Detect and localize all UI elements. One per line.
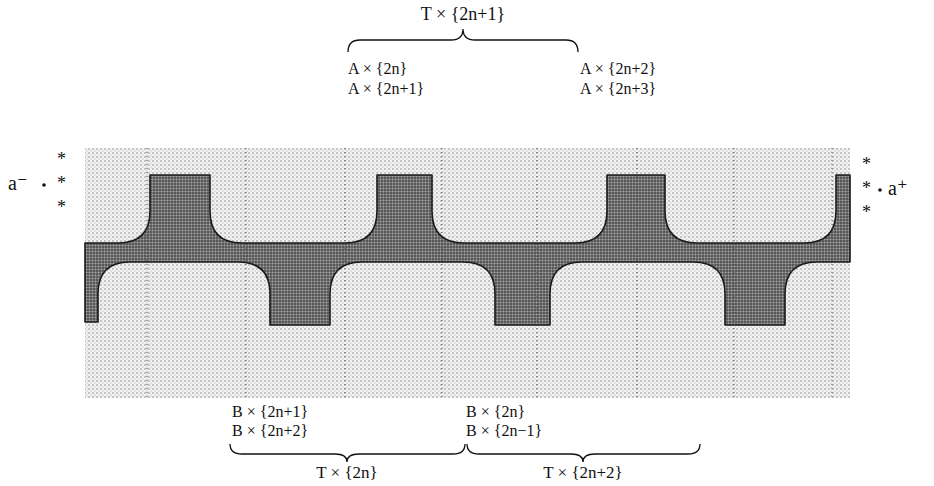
tile-ribbon [85, 175, 850, 325]
asterisk: * [57, 198, 66, 218]
brace-label: T × {2n} [316, 464, 377, 483]
brace-label: T × {2n+1} [421, 5, 505, 25]
end-label: a⁺ [888, 177, 907, 199]
tile-boundary [147, 148, 148, 398]
set-label: B × {2n−1} [466, 422, 542, 440]
tile-boundary [734, 148, 735, 398]
set-label: B × {2n+1} [232, 403, 308, 421]
tile-boundary [345, 148, 346, 398]
tile-boundary [246, 148, 247, 398]
end-label: a⁻ [8, 172, 27, 194]
set-label: A × {2n} [348, 60, 407, 78]
tile-boundary [832, 148, 833, 398]
stippled-ground [85, 148, 850, 398]
tile-boundary [537, 148, 538, 398]
tile-boundary [637, 148, 638, 398]
bottom-brace [467, 444, 700, 462]
asterisk: * [862, 155, 871, 175]
set-label: A × {2n+3} [580, 80, 656, 98]
brace-label: T × {2n+2} [543, 464, 623, 483]
set-label: B × {2n+2} [232, 422, 308, 440]
dot-symbol [878, 188, 882, 192]
top-brace [348, 29, 578, 52]
asterisk: * [57, 174, 66, 194]
asterisk: * [57, 150, 66, 170]
set-label: A × {2n+1} [348, 80, 424, 98]
set-label: A × {2n+2} [580, 60, 656, 78]
dot-symbol [42, 183, 46, 187]
braces [230, 29, 700, 462]
asterisk: * [862, 179, 871, 199]
set-label: B × {2n} [466, 403, 525, 421]
asterisk: * [862, 203, 871, 223]
tile-boundary [442, 148, 443, 398]
bottom-brace [230, 444, 465, 462]
tile-boundaries [147, 148, 832, 398]
